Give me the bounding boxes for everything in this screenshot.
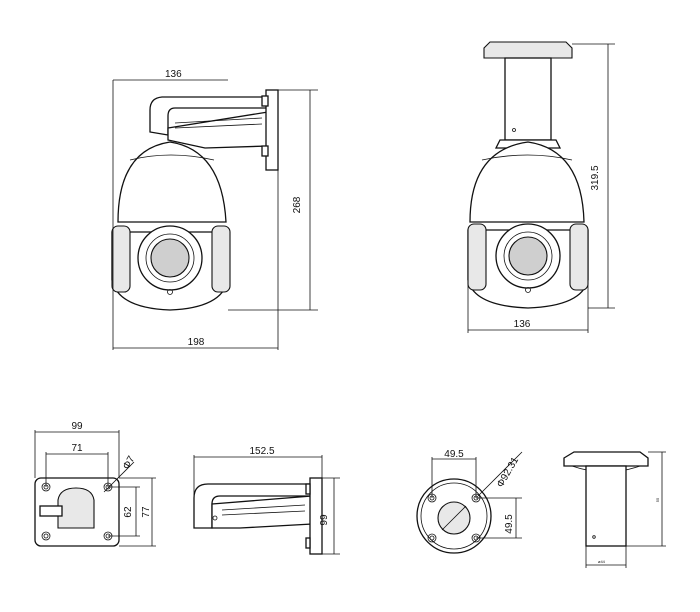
dim-mount-width: ø44: [598, 559, 606, 564]
dim-mount-height: 55: [655, 497, 660, 502]
base-plate-dimensions: 99 71 Φ7 62 77: [34, 421, 156, 547]
dim-front-width: 136: [514, 319, 531, 330]
base-plate-drawing: [34, 477, 120, 547]
dim-plate-inner-height: 62: [123, 506, 134, 518]
dim-side-total-width: 198: [188, 337, 205, 348]
wall-bracket-dimensions: 152.5 99: [193, 446, 340, 555]
dim-flange-spacing-h: 49.5: [444, 449, 464, 460]
dim-bracket-height: 99: [319, 514, 330, 526]
pendant-mount-drawing: [563, 451, 649, 547]
front-view-dimensions: 319.5 136: [467, 43, 615, 333]
front-view-camera: [467, 41, 589, 309]
dim-flange-spacing-v: 49.5: [504, 514, 515, 534]
dim-plate-outer-width: 99: [71, 421, 83, 432]
side-view-camera: [111, 89, 279, 311]
dim-flange-diameter: Φ92.31: [495, 455, 521, 489]
dim-plate-hole: Φ7: [121, 454, 138, 472]
pendant-mount-dimensions: 55 ø44: [585, 451, 666, 568]
dim-front-height: 319.5: [590, 165, 601, 190]
dim-plate-inner-width: 71: [71, 443, 83, 454]
dim-side-height: 268: [292, 196, 303, 213]
dim-side-top-width: 136: [165, 69, 182, 80]
side-view-dimensions: 136 268 198: [112, 69, 318, 350]
wall-bracket-drawing: [193, 477, 323, 555]
dim-plate-outer-height: 77: [141, 506, 152, 518]
dim-bracket-length: 152.5: [249, 446, 274, 457]
pendant-flange-drawing: [416, 478, 492, 554]
